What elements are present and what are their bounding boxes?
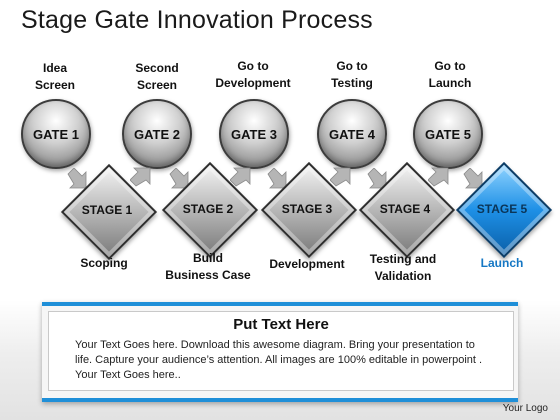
stage-3-label: Development — [252, 256, 362, 273]
gate-2-circle[interactable]: GATE 2 — [122, 99, 192, 169]
gate-4-label-line2: Testing — [331, 76, 373, 90]
page-title: Stage Gate Innovation Process — [21, 6, 373, 34]
text-box-line2: life. Capture your audience’s attention.… — [75, 354, 483, 366]
stage-4-label-line1: Testing and — [369, 252, 437, 266]
text-box-line3: Your Text Goes here.. — [75, 369, 181, 381]
arrow-down-right-icon — [367, 168, 387, 189]
stage-1-label-line1: Scoping — [80, 256, 128, 270]
gate-1-label-line2: Screen — [34, 78, 76, 92]
gate-2-label-line2: Screen — [136, 78, 178, 92]
gate-4-circle[interactable]: GATE 4 — [317, 99, 387, 169]
arrow-up-right-icon — [330, 167, 351, 187]
stage-2-label-line2: Business Case — [165, 268, 251, 282]
arrow-up-right-icon — [130, 167, 151, 187]
logo-text: Your Logo — [502, 403, 548, 414]
stage-4-label: Testing and Validation — [348, 251, 458, 285]
gate-5-label: Go to Launch — [395, 58, 505, 92]
gate-2-label-line1: Second — [135, 61, 179, 75]
text-box: Put Text Here Your Text Goes here. Downl… — [42, 302, 518, 402]
arrow-down-right-icon — [463, 168, 483, 189]
gate-5-label-line2: Launch — [428, 76, 472, 90]
gate-1-circle[interactable]: GATE 1 — [21, 99, 91, 169]
text-box-body: Your Text Goes here. Download this aweso… — [75, 338, 500, 383]
arrow-up-right-icon — [230, 167, 251, 187]
gate-3-label-line1: Go to — [237, 59, 269, 73]
text-box-heading: Put Text Here — [233, 316, 329, 333]
stage-5-label-line1: Launch — [480, 256, 524, 270]
stage-2-label: Build Business Case — [153, 250, 263, 284]
gate-4-label: Go to Testing — [297, 58, 407, 92]
arrow-down-right-icon — [67, 168, 87, 189]
gate-2-label: Second Screen — [102, 60, 212, 94]
gate-4-label-line1: Go to — [336, 59, 368, 73]
stage-1-label: Scoping — [49, 255, 159, 272]
gate-5-circle[interactable]: GATE 5 — [413, 99, 483, 169]
arrow-down-right-icon — [267, 168, 287, 189]
gate-1-label-line1: Idea — [42, 61, 67, 75]
text-box-line1: Your Text Goes here. Download this aweso… — [75, 339, 475, 351]
gate-1-label: Idea Screen — [0, 60, 110, 94]
arrow-up-right-icon — [428, 167, 449, 187]
gate-3-label-line2: Development — [215, 76, 291, 90]
gate-5-label-line1: Go to — [434, 59, 466, 73]
stage-3-label-line1: Development — [269, 257, 345, 271]
gate-3-circle[interactable]: GATE 3 — [219, 99, 289, 169]
arrow-down-right-icon — [169, 168, 189, 189]
gate-3-label: Go to Development — [198, 58, 308, 92]
text-box-inner: Put Text Here Your Text Goes here. Downl… — [48, 311, 514, 391]
stage-4-label-line2: Validation — [374, 269, 432, 283]
stage-2-label-line1: Build — [193, 251, 223, 265]
stage-5-label: Launch — [447, 255, 557, 272]
